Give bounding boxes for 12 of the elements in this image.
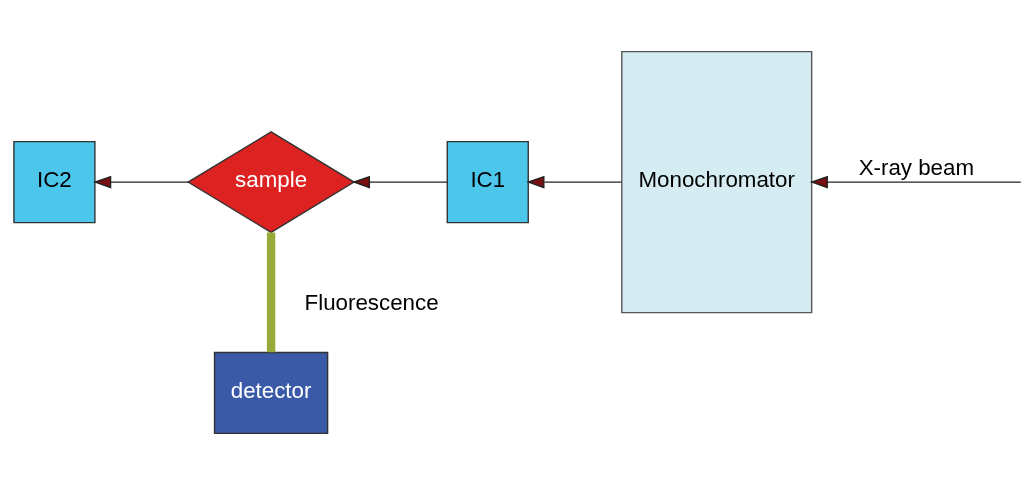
node-box: IC2: [13, 140, 96, 224]
edge-label: Fluorescence: [304, 290, 439, 316]
arrow: [809, 175, 1022, 189]
node-box: IC1: [446, 140, 529, 224]
arrow: [526, 175, 623, 189]
connector: [266, 232, 276, 353]
node-box: detector: [213, 351, 329, 435]
arrow: [351, 175, 448, 189]
node-box: Monochromator: [621, 50, 813, 314]
edge-label: X-ray beam: [858, 154, 975, 180]
node-diamond: sample: [186, 131, 356, 234]
arrow: [93, 175, 189, 189]
